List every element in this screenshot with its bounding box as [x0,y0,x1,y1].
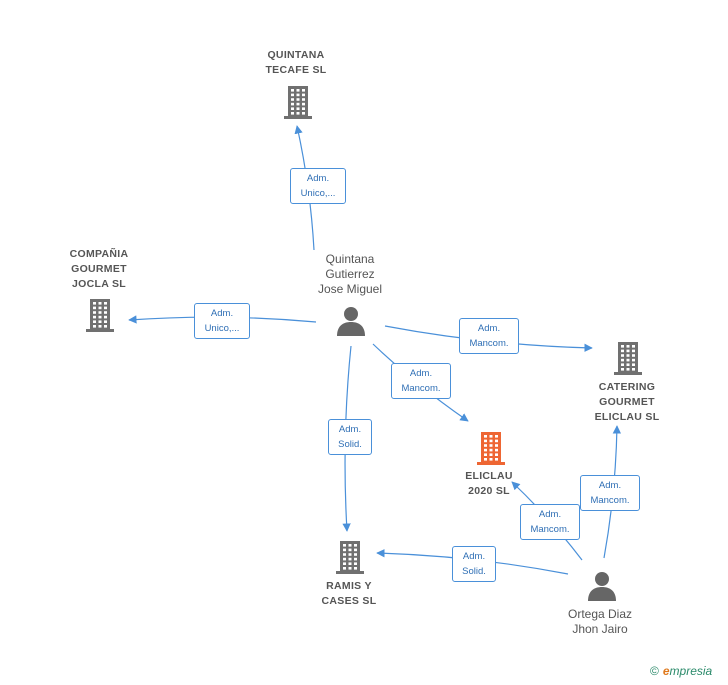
node-label: RAMIS Y CASES SL [321,580,377,607]
node-label: CATERING GOURMET ELICLAU SL [594,381,660,423]
edge-label[interactable]: Adm. Mancom. [459,318,519,354]
node-label: ELICLAU 2020 SL [465,470,513,497]
edge-label[interactable]: Adm. Mancom. [391,363,451,399]
building-icon [336,541,364,574]
building-icon [284,86,312,119]
copyright-symbol: © [650,664,659,678]
building-icon [86,299,114,332]
node-label: Quintana Gutierrez Jose Miguel [317,252,383,296]
building-icon [477,432,505,465]
person-icon [337,307,365,336]
edge-label[interactable]: Adm. Solid. [452,546,496,582]
node-label: Ortega Diaz Jhon Jairo [567,607,633,636]
person-icon [588,572,616,601]
edge-label[interactable]: Adm. Unico,... [194,303,250,339]
edge-label[interactable]: Adm. Solid. [328,419,372,455]
node-label: COMPAÑIA GOURMET JOCLA SL [69,248,129,290]
brand-initial: e [662,664,670,678]
edge-label[interactable]: Adm. Unico,... [290,168,346,204]
brand-footer: ©empresia [650,664,712,678]
brand-name: mpresia [669,664,713,678]
edge-label[interactable]: Adm. Mancom. [580,475,640,511]
node-label: QUINTANA TECAFE SL [265,49,327,76]
building-icon [614,342,642,375]
edge-label[interactable]: Adm. Mancom. [520,504,580,540]
